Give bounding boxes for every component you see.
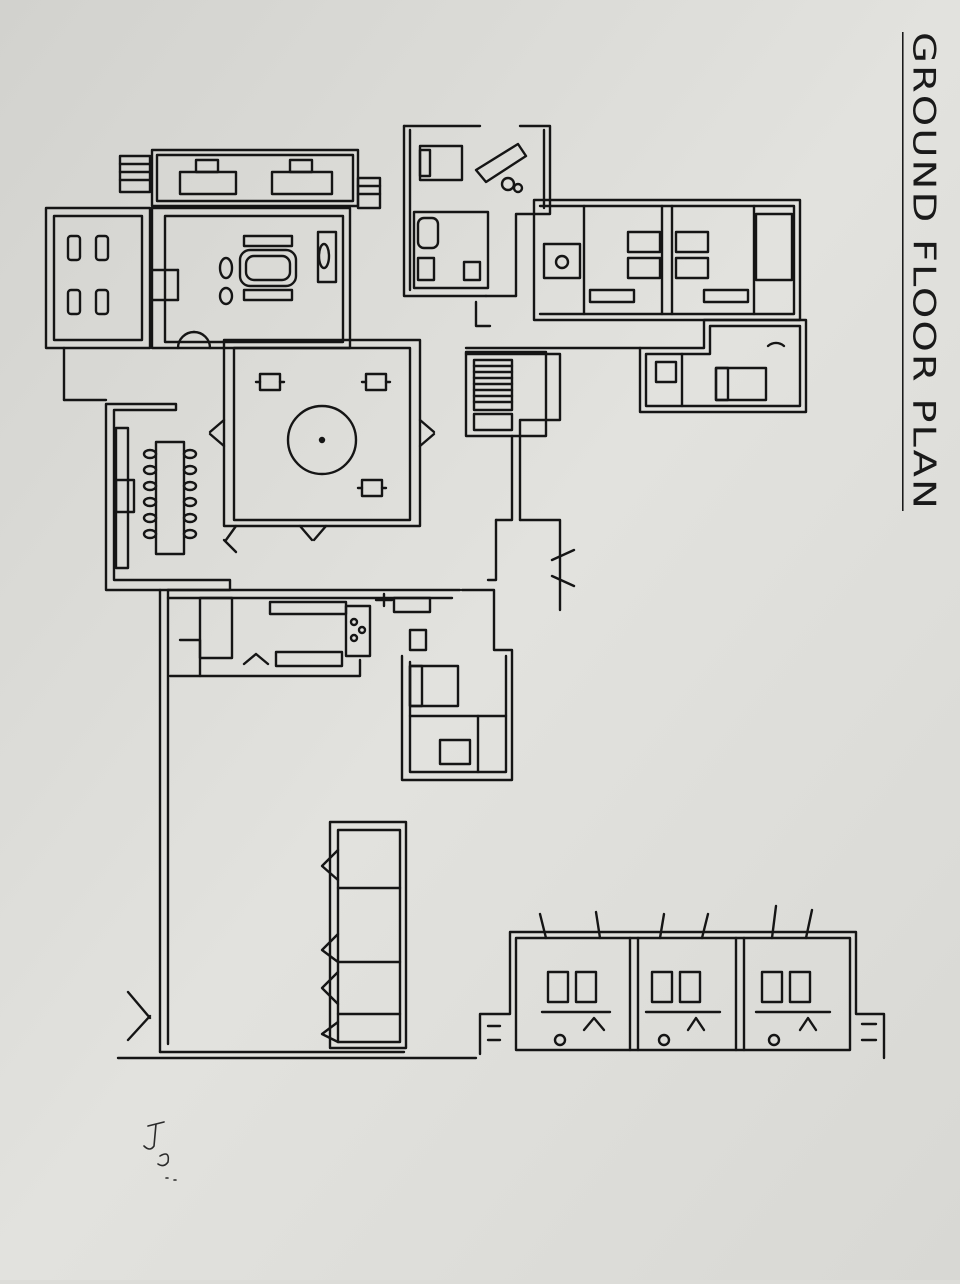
master-bedroom-suite [402, 124, 552, 328]
living-room [150, 206, 352, 350]
guest-cottages [478, 904, 886, 1060]
east-corridor [486, 434, 576, 612]
garden-wall [116, 990, 478, 1060]
terrace-lounge [118, 148, 382, 210]
signature-mark [143, 1121, 177, 1181]
plan-title: GROUND FLOOR PLAN [902, 32, 942, 511]
west-wing-room [44, 206, 152, 402]
kitchen [158, 588, 462, 1054]
staff-quarters [374, 588, 514, 782]
staircase [464, 346, 642, 522]
dining-room [104, 402, 232, 592]
central-courtyard [208, 338, 436, 554]
storage-cabins [320, 820, 408, 1050]
south-east-bedroom [638, 318, 808, 414]
